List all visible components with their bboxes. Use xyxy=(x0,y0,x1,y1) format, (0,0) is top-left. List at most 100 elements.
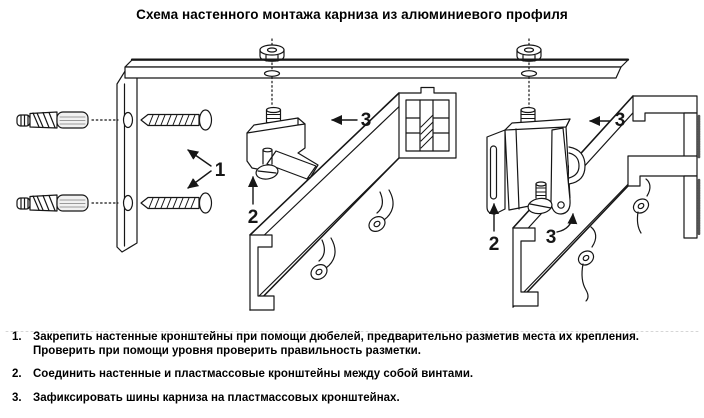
page-title: Схема настенного монтажа карниза из алюм… xyxy=(136,7,568,22)
callout-3-right: 3 xyxy=(589,110,626,131)
rail-cross-section xyxy=(398,86,457,159)
side-boss-inner xyxy=(568,152,580,179)
side-boss xyxy=(568,146,586,185)
instruction-text: Закрепить настенные кронштейны при помощ… xyxy=(33,331,640,343)
nut-top xyxy=(516,44,542,56)
callouts: 1 2 3 2 3 3 xyxy=(187,110,626,255)
instruction-text: Соединить настенные и пластмассовые крон… xyxy=(33,368,474,380)
callout-arrow-curved xyxy=(556,213,578,233)
hook-ring xyxy=(310,263,328,281)
instruction-text-line2: Проверить при помощи уровня проверить пр… xyxy=(33,344,421,357)
outline xyxy=(398,86,457,159)
dowel-body-stripes xyxy=(59,116,86,125)
hook-pin xyxy=(636,211,642,234)
arm-hole xyxy=(520,70,538,77)
mounting-screw xyxy=(140,192,213,214)
plastic-bracket-right xyxy=(486,106,586,215)
nut-hole xyxy=(266,47,278,53)
instruction-number: 2. xyxy=(12,368,22,380)
instruction-item: 1. Закрепить настенные кронштейны при по… xyxy=(12,331,702,358)
rail-edge xyxy=(249,157,400,311)
screw-shaft-top xyxy=(262,147,273,153)
head-slot xyxy=(529,203,552,209)
callout-1: 1 xyxy=(187,149,226,189)
hook-arm xyxy=(318,239,325,262)
screw-threads xyxy=(520,114,536,127)
glider-hook xyxy=(310,237,336,281)
arm-top-face xyxy=(124,59,629,68)
instruction-item: 2. Соединить настенные и пластмассовые к… xyxy=(12,368,702,382)
rail-edge xyxy=(249,92,400,236)
instruction-number: 1. xyxy=(12,331,22,343)
callout-arrow xyxy=(187,149,212,167)
hook-ring xyxy=(368,215,386,233)
dowel-ribs xyxy=(32,194,56,212)
hook-ring xyxy=(632,198,650,214)
screw-threads xyxy=(148,197,196,209)
hatch xyxy=(420,114,434,149)
glider-hook-long xyxy=(632,178,651,234)
instruction-text: Зафиксировать шины карниза на пластмассо… xyxy=(33,391,400,404)
callout-3-label: 3 xyxy=(615,110,626,131)
screw-threads xyxy=(266,114,281,127)
hook-pin xyxy=(581,263,589,302)
hook-arm xyxy=(325,237,336,269)
spine-lower xyxy=(683,175,698,239)
wall-dowel xyxy=(16,194,119,212)
hook-arm-hole xyxy=(557,201,565,209)
screw-shaft-top xyxy=(535,181,547,187)
arm-hole xyxy=(263,70,281,77)
rail-edge xyxy=(512,185,629,308)
instruction-item: 3. Зафиксировать шины карниза на пластма… xyxy=(12,392,702,406)
instruction-number: 3. xyxy=(12,391,22,404)
spine xyxy=(683,112,698,159)
screw-threads xyxy=(535,187,547,196)
callout-2-right: 2 xyxy=(489,203,499,255)
hex-nut xyxy=(259,44,285,62)
dowel-tip-rings xyxy=(20,197,29,210)
body-detail xyxy=(515,128,520,210)
hook-ring xyxy=(577,250,595,266)
callout-2-left: 2 xyxy=(248,176,259,228)
plate-outline xyxy=(116,59,138,253)
rail-edge xyxy=(520,175,637,296)
bracket-top-edge xyxy=(246,117,306,134)
mid-flange xyxy=(627,155,698,187)
dowel-body-stripes xyxy=(59,199,86,208)
hook-ring-hole xyxy=(582,254,590,262)
hook-ring-hole xyxy=(637,202,645,210)
bracket-jaw xyxy=(266,150,317,180)
plate-hole xyxy=(122,111,134,129)
rail-edge xyxy=(256,99,407,243)
screw-threads xyxy=(148,114,196,126)
curtain-rail-left xyxy=(249,86,457,311)
inner-webs xyxy=(405,99,450,152)
rail-end-face xyxy=(249,234,275,311)
hook-arm xyxy=(383,189,394,221)
screw-head xyxy=(198,109,213,131)
clamp-screw xyxy=(255,147,279,180)
mounting-screw xyxy=(140,109,213,131)
callout-2-label: 2 xyxy=(248,207,259,228)
arm-front-face xyxy=(124,66,622,79)
glider-hook xyxy=(368,189,394,233)
screw-top xyxy=(520,106,536,114)
dowel-tip-rings xyxy=(20,114,29,127)
rail-end-face xyxy=(512,227,539,307)
hook-arm xyxy=(590,226,597,248)
top-flange xyxy=(632,95,698,122)
hex-nut xyxy=(516,44,542,62)
hook-arm xyxy=(645,178,651,197)
glider-hook-long xyxy=(577,226,597,302)
curtain-rail-right xyxy=(512,95,701,308)
callout-1-label: 1 xyxy=(215,160,226,181)
callout-arrow xyxy=(187,170,212,189)
callout-3-label: 3 xyxy=(546,227,557,248)
hook-ring-hole xyxy=(315,268,323,276)
screw-top xyxy=(265,106,282,114)
callout-3-label: 3 xyxy=(361,110,372,131)
nut-top xyxy=(259,44,285,56)
plate-hole xyxy=(122,194,134,212)
